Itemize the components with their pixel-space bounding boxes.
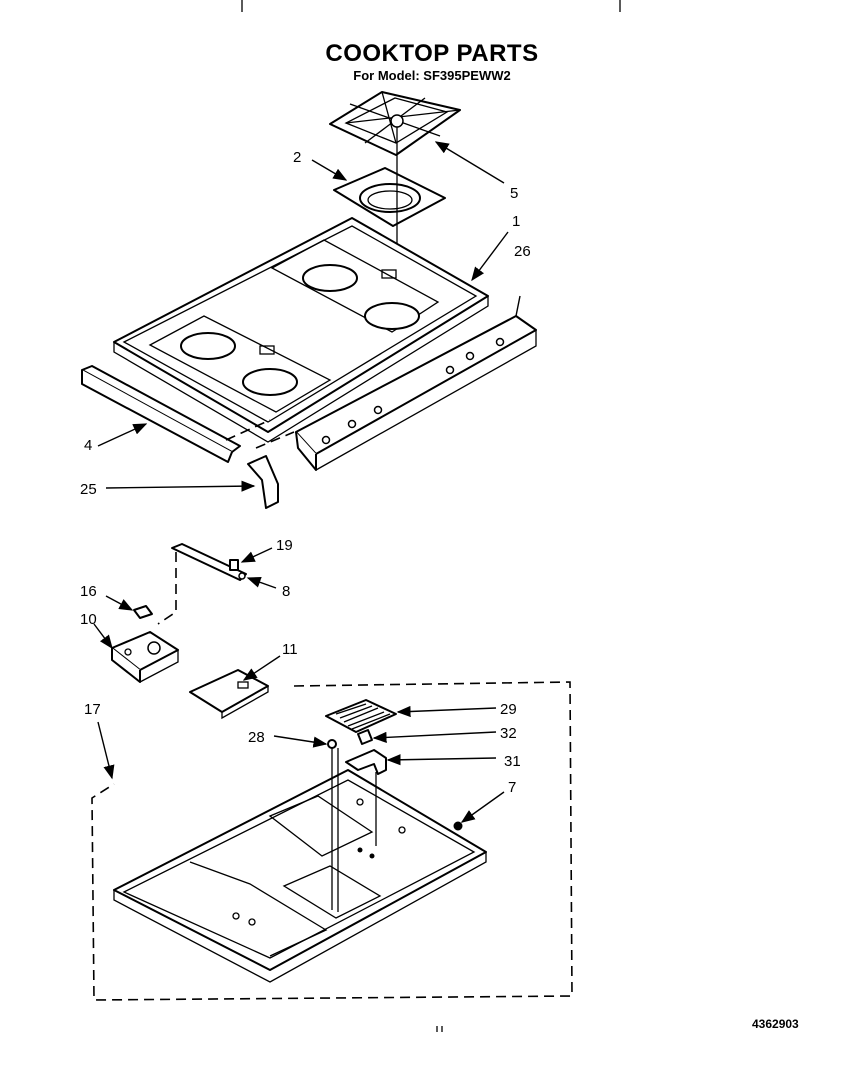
callout-10: 10: [80, 611, 97, 628]
callout-25: 25: [80, 481, 97, 498]
callout-labels: 2 5 1 26 4 25 19 8 16 10 11 17 28 29 32 …: [80, 149, 531, 796]
mounting-plate-part: [189, 669, 269, 720]
alignment-dash: [225, 419, 271, 441]
leader-lines: [93, 141, 509, 823]
callout-28: 28: [248, 729, 265, 746]
front-trim-part: [81, 365, 241, 463]
callout-29: 29: [500, 701, 517, 718]
callout-8: 8: [282, 583, 290, 600]
callout-26: 26: [514, 243, 531, 260]
model-subtitle: For Model: SF395PEWW2: [353, 68, 511, 83]
burner-box-part: [113, 769, 487, 983]
burner-grate-part: [329, 91, 461, 156]
callout-31: 31: [504, 753, 521, 770]
small-clip-part: [357, 729, 373, 745]
alignment-dash: [157, 552, 177, 625]
cooktop-top-part: [113, 217, 489, 443]
bracket-part: [345, 749, 387, 775]
vent-grille-part: [325, 699, 397, 733]
callout-16: 16: [80, 583, 97, 600]
callout-2: 2: [293, 149, 301, 166]
burner-ring-part: [333, 167, 446, 227]
callout-4: 4: [84, 437, 92, 454]
valve-assembly-part: [111, 631, 179, 683]
clip-part: [133, 605, 153, 619]
page-title: COOKTOP PARTS: [325, 40, 539, 67]
callout-11: 11: [282, 641, 298, 658]
igniter-bracket-part: [171, 543, 247, 581]
callout-7: 7: [508, 779, 516, 796]
document-number: 4362903: [752, 1017, 799, 1031]
callout-32: 32: [500, 725, 517, 742]
screw-part: [327, 739, 337, 749]
alignment-dash: [255, 431, 295, 449]
screw-part: [453, 821, 463, 831]
assembly-outline: [91, 681, 573, 1001]
callout-19: 19: [276, 537, 293, 554]
callout-5: 5: [510, 185, 518, 202]
callout-1: 1: [512, 213, 520, 230]
callout-17: 17: [84, 701, 101, 718]
rear-channel-part: [295, 295, 537, 471]
end-cap-part: [247, 455, 279, 509]
